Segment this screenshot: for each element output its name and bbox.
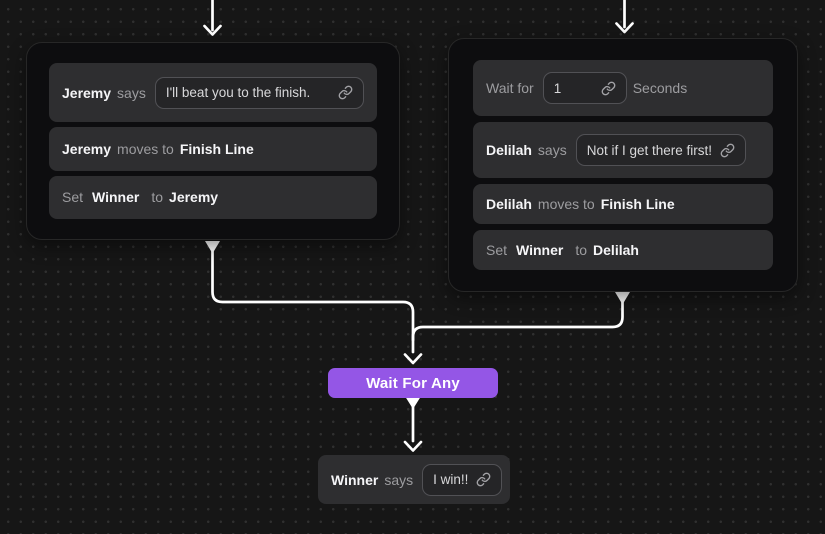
to-label: to	[151, 189, 164, 206]
verb-label: moves to	[117, 140, 174, 157]
wait-for-label: Wait for	[486, 80, 534, 96]
verb-label: moves to	[537, 196, 595, 212]
arrowhead-icon	[403, 353, 423, 365]
verb-label: says	[384, 471, 414, 488]
seconds-label: Seconds	[632, 80, 688, 96]
variable-label: Winner	[516, 242, 564, 258]
action-block-jeremy[interactable]: Jeremy says I'll beat you to the finish.…	[26, 42, 400, 240]
wait-for-any-label: Wait For Any	[366, 374, 460, 392]
actor-label: Delilah	[486, 142, 532, 158]
input-value: I'll beat you to the finish.	[165, 85, 311, 101]
seconds-input[interactable]: 1	[542, 72, 627, 104]
to-label: to	[575, 242, 588, 258]
actor-label: Jeremy	[62, 140, 112, 157]
arrowhead-icon	[615, 22, 634, 34]
move-action-row[interactable]: Jeremy moves to Finish Line	[49, 127, 377, 171]
action-block-delilah[interactable]: Wait for 1 Seconds Delilah says Not if I…	[448, 38, 798, 292]
actor-label: Delilah	[486, 196, 532, 212]
arrowhead-icon	[203, 24, 222, 36]
link-icon[interactable]	[338, 85, 353, 100]
value-label: Delilah	[593, 242, 639, 258]
set-label: Set	[486, 242, 508, 258]
output-port-wait-node[interactable]	[405, 397, 421, 409]
target-label: Finish Line	[600, 196, 675, 212]
actor-label: Winner	[331, 471, 379, 488]
output-port-left-block[interactable]	[205, 241, 220, 254]
link-icon[interactable]	[476, 472, 491, 487]
wire-left-to-merge	[211, 247, 415, 354]
output-port-right-block[interactable]	[615, 292, 630, 305]
verb-label: says	[117, 84, 146, 101]
link-icon[interactable]	[720, 143, 735, 158]
variable-label: Winner	[92, 189, 140, 206]
set-label: Set	[62, 189, 84, 206]
say-action-row[interactable]: Delilah says Not if I get there first!	[473, 122, 773, 178]
target-label: Finish Line	[179, 140, 254, 157]
wire-right-to-merge	[411, 298, 624, 342]
value-label: Jeremy	[169, 189, 219, 206]
arrowhead-icon	[403, 440, 423, 452]
input-value: 1	[553, 80, 562, 96]
message-input[interactable]: I'll beat you to the finish.	[154, 76, 364, 109]
set-action-row[interactable]: Set Winner to Jeremy	[49, 175, 377, 219]
input-value: I win!!	[433, 472, 469, 487]
say-action-node-winner[interactable]: Winner says I win!!	[318, 455, 510, 504]
message-input[interactable]: I win!!	[422, 463, 503, 496]
input-value: Not if I get there first!	[586, 142, 712, 158]
set-action-row[interactable]: Set Winner to Delilah	[473, 230, 773, 270]
link-icon[interactable]	[601, 81, 616, 96]
wait-action-row[interactable]: Wait for 1 Seconds	[473, 60, 773, 116]
actor-label: Jeremy	[62, 84, 112, 101]
move-action-row[interactable]: Delilah moves to Finish Line	[473, 184, 773, 224]
say-action-row[interactable]: Jeremy says I'll beat you to the finish.	[49, 63, 377, 123]
verb-label: says	[537, 142, 567, 158]
message-input[interactable]: Not if I get there first!	[575, 134, 746, 166]
wait-for-any-node[interactable]: Wait For Any	[328, 368, 498, 398]
